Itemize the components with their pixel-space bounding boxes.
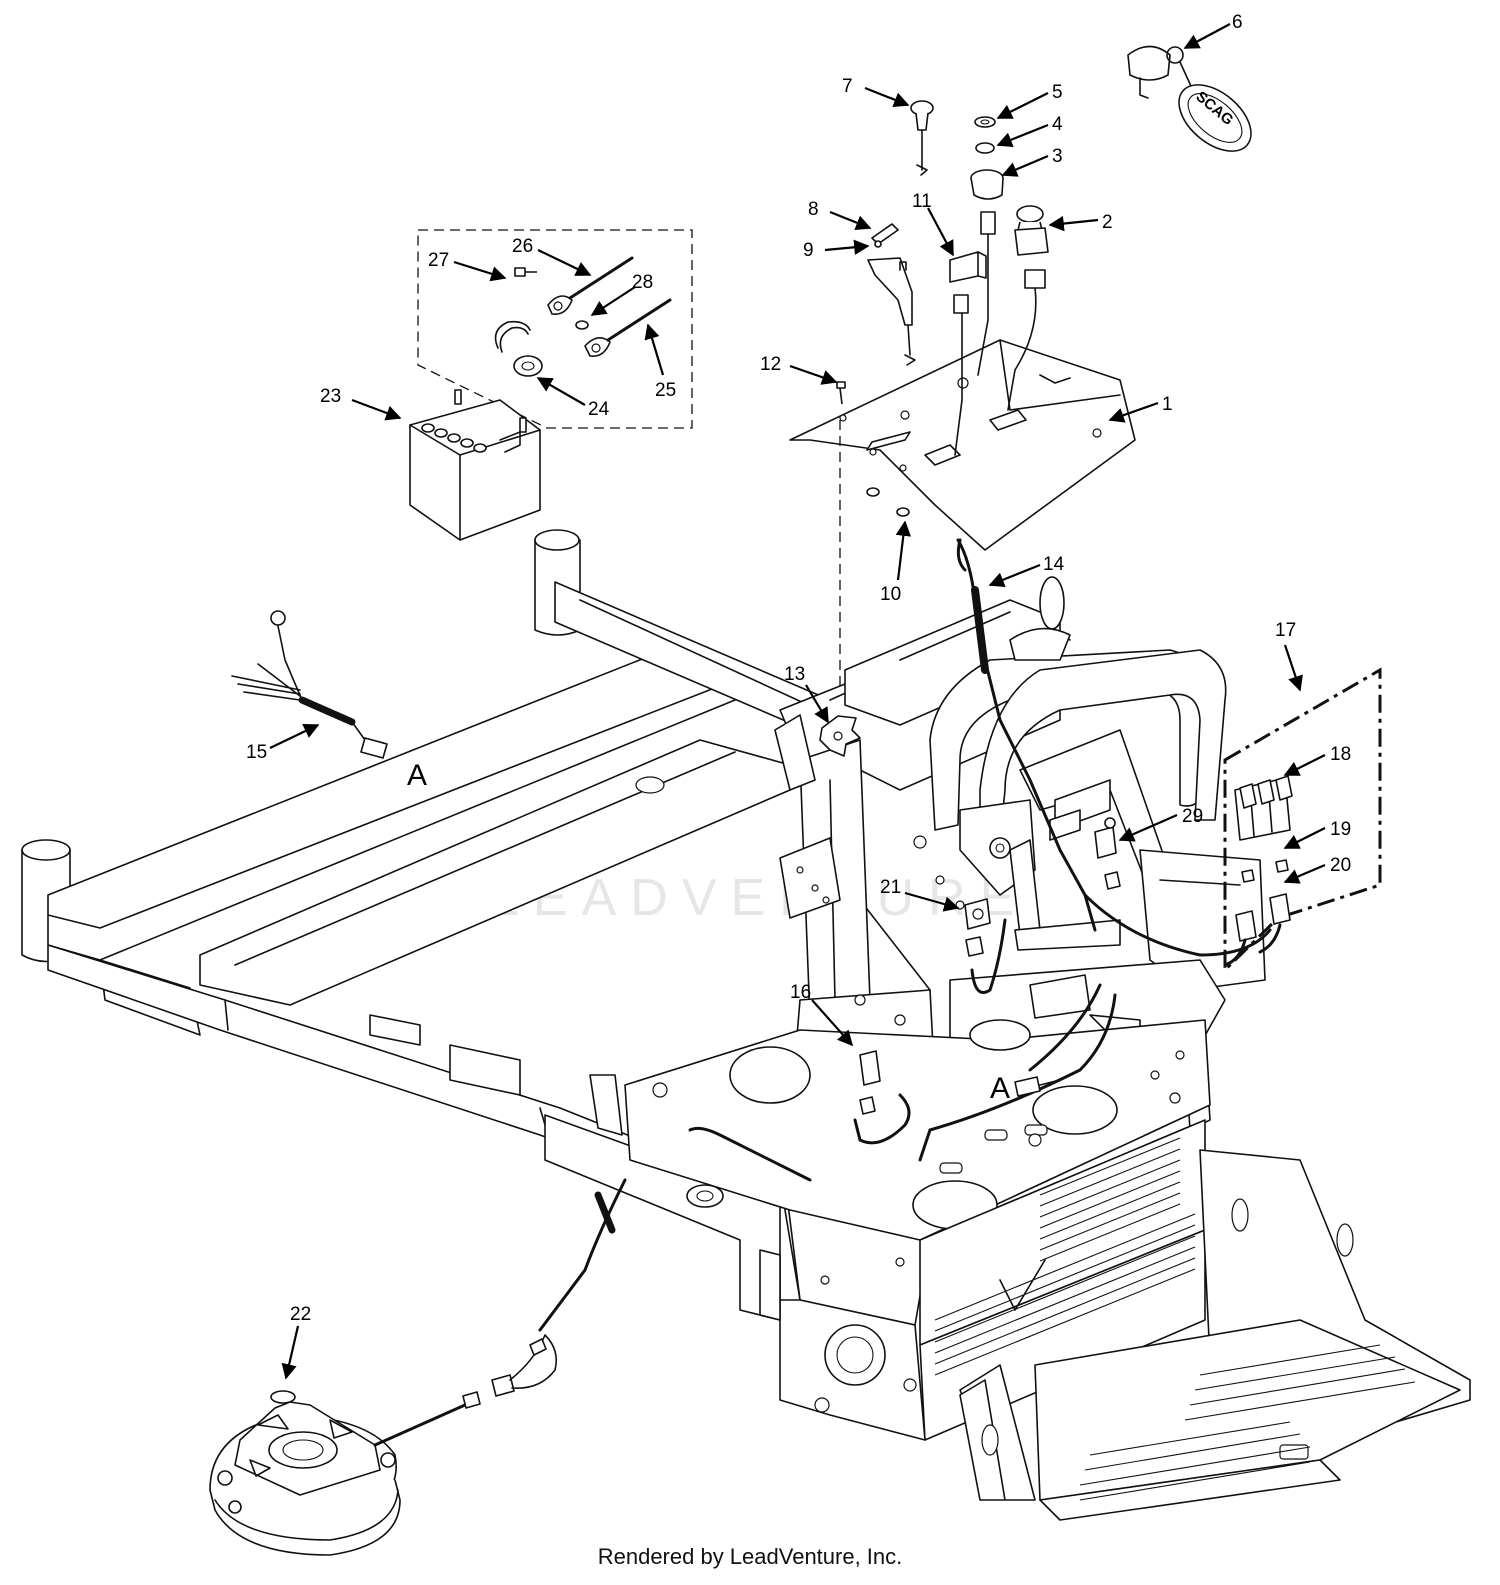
callout-21: 21 [880,877,901,898]
callout-numbers: 1 2 3 4 5 6 7 8 9 10 11 12 13 14 15 16 1… [246,12,1351,1325]
switch-29 [1094,817,1121,890]
callout-23: 23 [320,386,341,407]
bolt-12 [836,381,846,405]
callout-3: 3 [1052,146,1063,167]
key-fob-6: SCAG [1127,45,1252,152]
callout-8: 8 [808,199,819,220]
vent-grille [934,1137,1196,1376]
fuse-kit-17 [1223,667,1382,974]
callout-1: 1 [1162,394,1173,415]
connector-16 [859,1050,881,1115]
callout-10: 10 [880,584,901,605]
callout-27: 27 [428,250,449,271]
callout-20: 20 [1330,855,1351,876]
nut-10 [866,487,910,517]
callout-19: 19 [1330,819,1351,840]
callout-12: 12 [760,354,781,375]
callout-25: 25 [655,380,676,401]
callout-24: 24 [588,399,610,420]
callout-16: 16 [790,982,811,1003]
main-harness-14 [538,538,1272,1332]
foot-platform [959,1149,1471,1521]
connector-a-right [1014,1076,1061,1097]
ignition-module-11 [949,251,987,456]
callout-13: 13 [784,664,805,685]
callout-22: 22 [290,1304,311,1325]
battery-23 [409,389,541,541]
callout-26: 26 [512,236,533,257]
harness-15 [231,610,388,759]
callout-18: 18 [1330,744,1351,765]
callout-14: 14 [1043,554,1065,575]
connector-a-right-label: A [990,1072,1010,1105]
ignition-switch [970,116,1004,376]
callout-2: 2 [1102,212,1113,233]
choke-knob-7 [910,100,934,176]
callout-9: 9 [803,240,814,261]
callout-28: 28 [632,272,653,293]
console-panel [789,339,1136,690]
callout-29: 29 [1182,806,1203,827]
lower-housing [759,1249,926,1441]
bracket-13 [819,715,861,757]
callout-7: 7 [842,76,853,97]
tread-pattern [1079,1344,1416,1501]
callout-5: 5 [1052,82,1063,103]
footer-credit: Rendered by LeadVenture, Inc. [597,1544,903,1569]
callout-arrows [269,23,1326,1380]
connector-a-left-label: A [407,759,427,792]
battery-cable-kit [417,229,693,429]
callout-4: 4 [1052,114,1063,135]
callout-6: 6 [1232,12,1243,33]
seat-switch-21 [964,898,991,957]
pto-clutch-22 [209,1334,558,1556]
throttle-lever [867,223,916,366]
chassis-frame [21,529,831,1321]
pto-switch-2 [1007,205,1049,411]
callout-17: 17 [1275,620,1296,641]
callout-15: 15 [246,742,267,763]
callout-11: 11 [912,191,932,212]
